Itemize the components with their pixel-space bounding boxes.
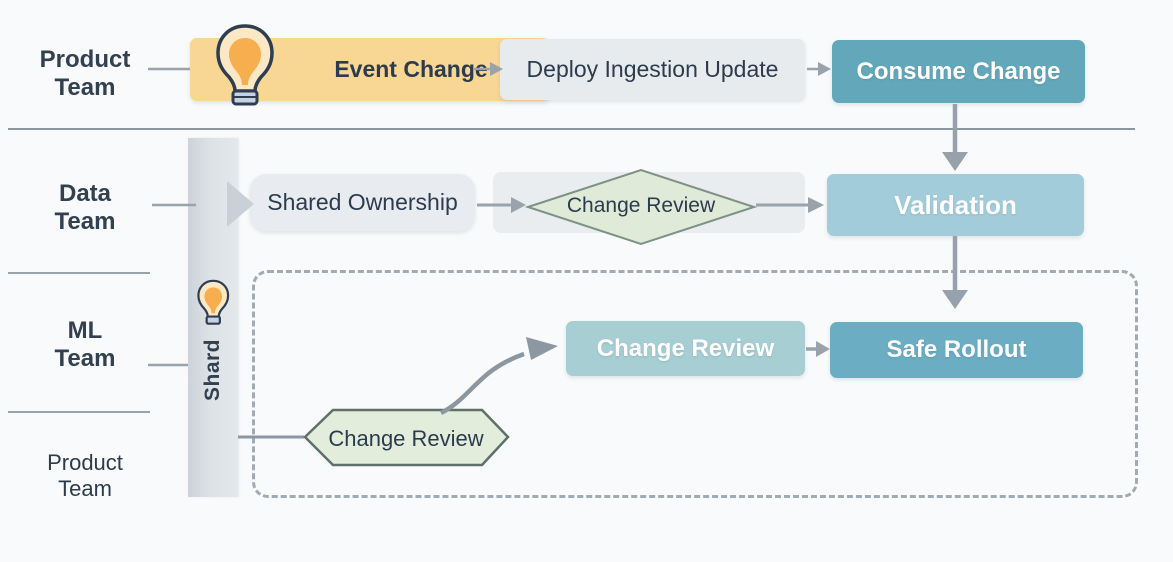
lane-label-data-team: Data Team — [54, 180, 116, 235]
shard-bar-label: Shard — [201, 338, 225, 402]
node-deploy-ingestion-update: Deploy Ingestion Update — [500, 39, 805, 100]
node-consume-change: Consume Change — [832, 40, 1085, 103]
node-change-review-ml: Change Review — [566, 321, 805, 376]
ml-rollout-dashed-group — [252, 270, 1138, 498]
change-review-hexagon-label: Change Review — [328, 426, 484, 451]
arrowhead-deploy-to-consume — [818, 62, 831, 76]
node-event-change: Event Change — [190, 38, 550, 101]
lane-label-ml-team: ML Team — [54, 317, 116, 372]
node-shared-ownership: Shared Ownership — [250, 174, 475, 231]
lane-label-product-team-top: Product Team — [39, 46, 131, 101]
arrowhead-consume-to-validation — [942, 152, 968, 171]
node-validation: Validation — [827, 174, 1084, 236]
arrowhead-review-to-validation — [808, 197, 824, 213]
shard-swimlane-bar — [188, 138, 238, 497]
node-safe-rollout: Safe Rollout — [830, 322, 1083, 378]
lane-label-product-team-bottom: Product Team — [47, 450, 123, 501]
change-review-diamond-label: Change Review — [566, 194, 716, 217]
